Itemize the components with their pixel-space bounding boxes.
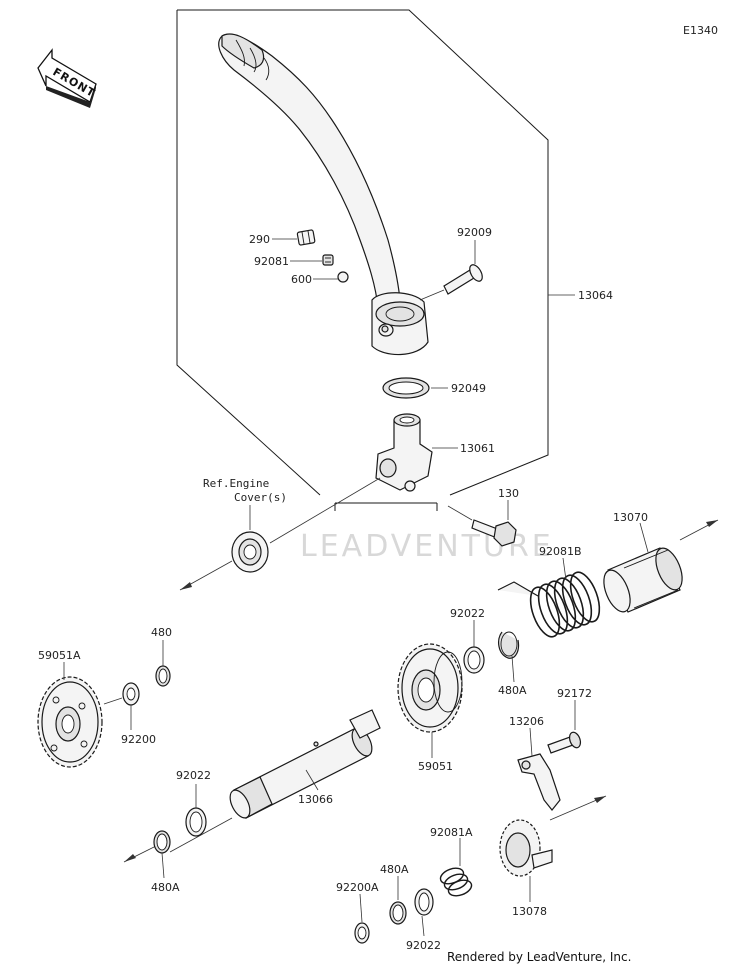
washer-92022-upper: [463, 620, 485, 674]
oil-seal-engine-cover: [179, 477, 381, 591]
label-480A-left: 480A: [151, 881, 180, 894]
label-480A-bottom: 480A: [380, 863, 409, 876]
ball-600: [337, 271, 349, 283]
kick-spring-92081B: [497, 557, 601, 638]
kick-idle-gear-59051A: [37, 662, 103, 768]
label-92022-bottom: 92022: [406, 939, 441, 952]
washer-92022-left: [185, 784, 207, 837]
bolt-92009: [419, 240, 483, 301]
stopper-plate-13206: [517, 727, 607, 821]
label-13206: 13206: [509, 715, 544, 728]
reference-note-line2: Cover(s): [234, 491, 287, 504]
label-92081B: 92081B: [539, 545, 582, 558]
washer-92200A: [354, 893, 370, 944]
set-screw-290: [296, 229, 316, 246]
label-92172: 92172: [557, 687, 592, 700]
kick-shaft-13066: [123, 709, 381, 863]
label-92200: 92200: [121, 733, 156, 746]
label-92049: 92049: [451, 382, 486, 395]
label-13070: 13070: [613, 511, 648, 524]
reference-note-line1: Ref.Engine: [203, 477, 269, 490]
label-92022-top: 92022: [450, 607, 485, 620]
label-290: 290: [249, 233, 270, 246]
front-direction-arrow: FRONT: [37, 48, 98, 108]
label-92200A: 92200A: [336, 881, 379, 894]
label-13061: 13061: [460, 442, 495, 455]
label-92022-left: 92022: [176, 769, 211, 782]
washer-92022-bottom: [414, 888, 434, 937]
kick-shaft-arm: [375, 413, 458, 492]
kick-ratchet-13078: [499, 819, 553, 902]
circlip-480A-right: [498, 631, 520, 683]
assembly-frame-13064: [176, 9, 575, 511]
washer-92200: [103, 682, 140, 730]
label-59051: 59051: [418, 760, 453, 773]
circlip-480A-bottom: [389, 876, 407, 925]
part-labels: 290 92081 600 92009 13064 92049 13061 13…: [38, 226, 648, 952]
label-13078: 13078: [512, 905, 547, 918]
circlip-480A-left: [153, 830, 171, 879]
footer-credit: Rendered by LeadVenture, Inc.: [447, 950, 631, 964]
label-92081A: 92081A: [430, 826, 473, 839]
label-13064: 13064: [578, 289, 613, 302]
bolt-92172: [547, 700, 582, 754]
bolt-130: [447, 500, 517, 547]
diagram-code: E1340: [683, 24, 718, 37]
label-600: 600: [291, 273, 312, 286]
ratchet-guide-13070: [603, 519, 719, 613]
label-13066: 13066: [298, 793, 333, 806]
label-130: 130: [498, 487, 519, 500]
label-480A-right: 480A: [498, 684, 527, 697]
spring-92081A: [439, 838, 473, 897]
label-59051A: 59051A: [38, 649, 81, 662]
kick-pedal-lever: [218, 33, 429, 356]
ratchet-gear-59051: [397, 643, 463, 758]
label-480: 480: [151, 626, 172, 639]
label-92081: 92081: [254, 255, 289, 268]
label-92009: 92009: [457, 226, 492, 239]
circlip-480: [155, 640, 171, 687]
o-ring-92049: [382, 377, 448, 399]
spring-92081-small: [322, 254, 334, 266]
